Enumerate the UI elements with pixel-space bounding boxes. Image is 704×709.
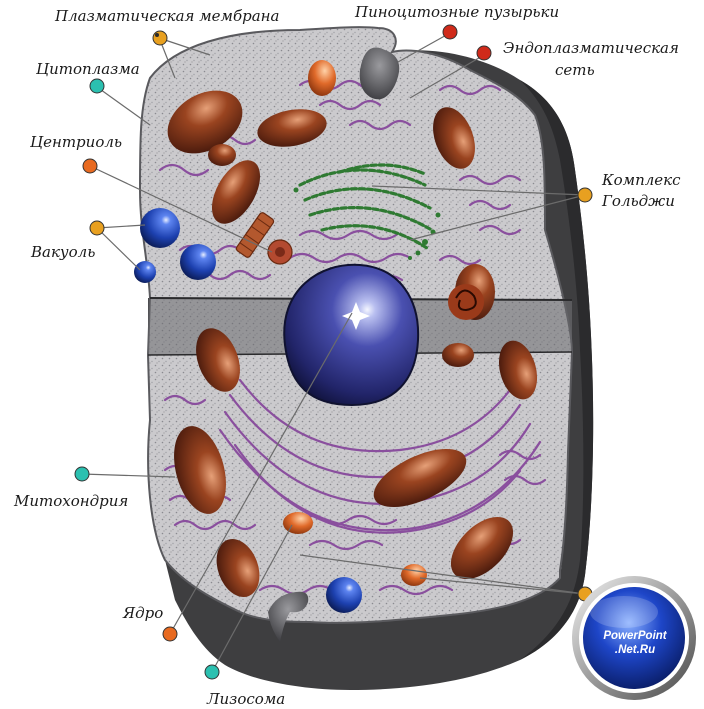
- mitochondrion: [174, 426, 226, 514]
- label-plasma-membrane: Плазматическая мембрана: [54, 7, 280, 25]
- leader-lines: [81, 32, 586, 673]
- watermark-line2: .Net.Ru: [615, 644, 655, 656]
- vacuole: [134, 261, 156, 283]
- label-pinocytic-vesicles: Пиноцитозные пузырьки: [354, 3, 559, 21]
- mitochondrion: [498, 340, 538, 400]
- pinocytic-vesicles-shape: [268, 47, 400, 642]
- vacuole: [326, 577, 362, 613]
- mitochondrion: [211, 160, 261, 224]
- nucleus: [283, 263, 420, 407]
- mitochondrion: [196, 328, 240, 392]
- mitochondrion: [257, 109, 327, 147]
- label-mitochondria: Митохондрия: [13, 492, 128, 510]
- label-er-line2: сеть: [555, 61, 595, 79]
- label-golgi-line1: Комплекс: [601, 171, 681, 189]
- mitochondria-group: [167, 90, 538, 598]
- spiral-organelle: [448, 284, 484, 320]
- mitochondrion: [442, 343, 474, 367]
- lysosome: [283, 512, 313, 534]
- golgi-complex: [298, 163, 432, 250]
- mitochondrion: [450, 516, 514, 580]
- watermark-line1: PowerPoint: [603, 630, 667, 642]
- centriole-shape: [235, 212, 293, 265]
- mitochondrion: [167, 90, 243, 154]
- label-golgi-line2: Гольджи: [601, 192, 675, 210]
- lysosome: [401, 564, 427, 586]
- vacuoles: [134, 208, 362, 613]
- vacuole: [180, 244, 216, 280]
- label-vacuole: Вакуоль: [30, 243, 95, 261]
- mitochondrion: [216, 538, 260, 598]
- label-cytoplasm: Цитоплазма: [36, 60, 140, 78]
- label-pins: [74, 24, 593, 680]
- vacuole: [140, 208, 180, 248]
- mitochondrion: [433, 107, 475, 169]
- label-lysosome: Лизосома: [206, 690, 285, 708]
- label-centriole: Центриоль: [30, 133, 122, 151]
- lysosome: [308, 60, 336, 96]
- powerpoint-watermark: PowerPoint .Net.Ru: [572, 576, 696, 700]
- label-er-line1: Эндоплазматическая: [503, 39, 679, 57]
- label-nucleus: Ядро: [122, 604, 163, 622]
- mitochondrion: [373, 448, 467, 508]
- mitochondrion: [208, 144, 236, 166]
